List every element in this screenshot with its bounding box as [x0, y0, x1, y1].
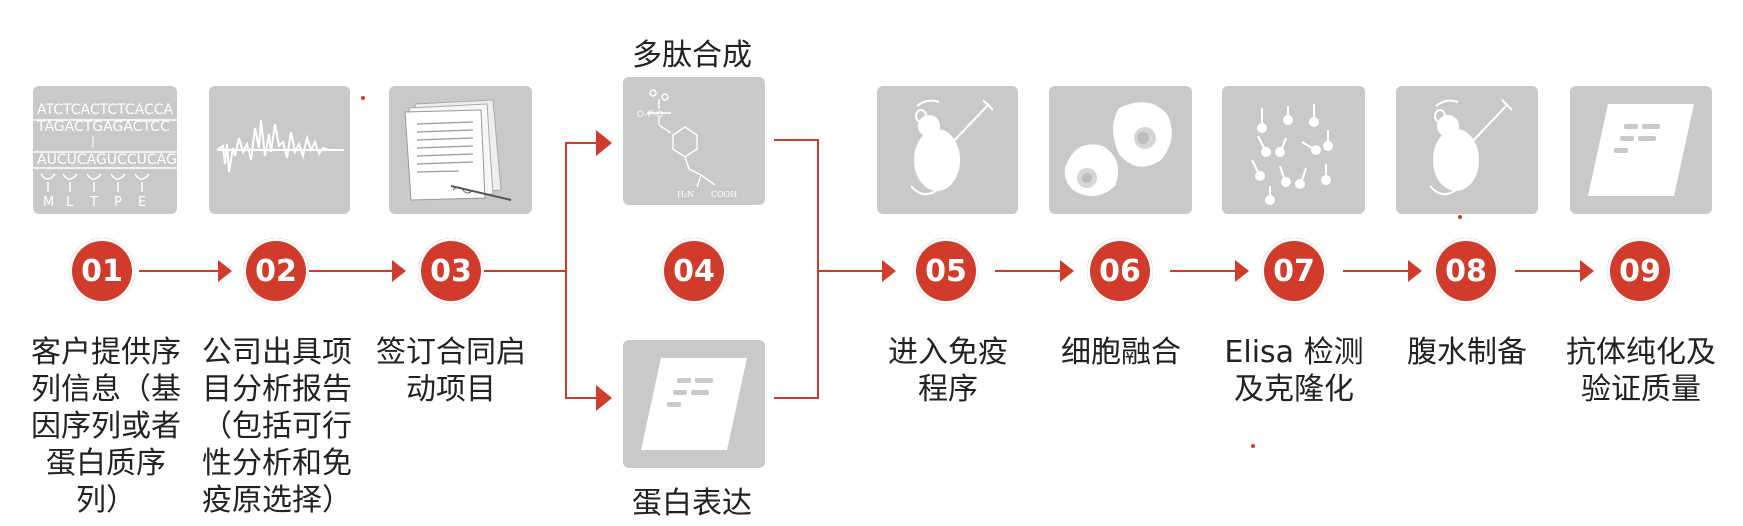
- step-06-label: 细胞融合: [1061, 335, 1181, 370]
- svg-text:O-P-O: O-P-O: [637, 110, 663, 120]
- step-04-bottom-label: 蛋白表达: [632, 486, 752, 521]
- seq-line1: ATCTCACTCTCACCA: [37, 102, 174, 118]
- peptide-structure-icon: O-P-O H₂N COOH: [623, 77, 765, 205]
- protein-document-icon: [623, 340, 765, 468]
- arrowhead-06: [1060, 260, 1074, 282]
- cell-fusion-icon: [1049, 86, 1192, 214]
- step-04-badge: 04: [661, 238, 727, 304]
- aa-3: P: [114, 195, 122, 210]
- step-01-label: 客户提供序列信息（基因序列或者蛋白质序列）: [31, 335, 181, 518]
- seq-line3: AUCUCAGUCCUCAGG: [37, 152, 177, 168]
- arrowhead-05: [882, 260, 896, 282]
- step-06-badge: 06: [1087, 238, 1153, 304]
- accent-dot: [1458, 215, 1462, 219]
- step-09-label: 抗体纯化及验证质量: [1566, 335, 1716, 407]
- peptide-cooh: COOH: [711, 190, 737, 199]
- step-02-label: 公司出具项目分析报告（包括可行性分析和免疫原选择）: [202, 335, 352, 518]
- mouse-injection-icon: [877, 86, 1018, 214]
- merge-top: [774, 139, 819, 399]
- accent-dot: [361, 96, 365, 100]
- antibody-document-icon: [1570, 86, 1712, 214]
- step-08-label: 腹水制备: [1407, 335, 1527, 370]
- accent-dot: [1251, 444, 1255, 448]
- step-03-label: 签订合同启动项目: [376, 335, 526, 407]
- step-05-label: 进入免疫程序: [888, 335, 1008, 407]
- contract-document-icon: [389, 86, 532, 214]
- aa-0: M: [43, 195, 54, 210]
- step-07-badge: 07: [1261, 238, 1327, 304]
- step-03-badge: 03: [418, 238, 484, 304]
- arrowhead-09: [1580, 260, 1594, 282]
- arrowhead-03: [392, 260, 406, 282]
- peptide-h2n: H₂N: [677, 190, 694, 199]
- aa-4: E: [138, 195, 146, 210]
- seq-line2: TAGACTGAGACTCC: [36, 119, 170, 135]
- aa-1: L: [66, 195, 74, 210]
- dna-sequence-icon: ATCTCACTCTCACCA TAGACTGAGACTCC AUCUCAGUC…: [33, 86, 177, 214]
- waveform-report-icon: [209, 86, 350, 214]
- step-02-badge: 02: [243, 238, 309, 304]
- step-04-top-label: 多肽合成: [632, 38, 752, 73]
- arrowhead-04-bottom: [596, 385, 612, 411]
- step-05-badge: 05: [913, 238, 979, 304]
- step-08-badge: 08: [1433, 238, 1499, 304]
- arrowhead-04-top: [596, 130, 612, 156]
- step-07-label: Elisa 检测及克隆化: [1224, 335, 1364, 407]
- branch-down: [565, 271, 598, 399]
- step-01-badge: 01: [69, 238, 135, 304]
- arrowhead-08: [1408, 260, 1422, 282]
- elisa-wells-icon: [1222, 86, 1365, 214]
- aa-2: T: [89, 195, 98, 210]
- arrowhead-07: [1235, 260, 1249, 282]
- mouse-ascites-icon: [1396, 86, 1538, 214]
- branch-up: [565, 142, 598, 271]
- step-09-badge: 09: [1607, 238, 1673, 304]
- arrowhead-02: [218, 260, 232, 282]
